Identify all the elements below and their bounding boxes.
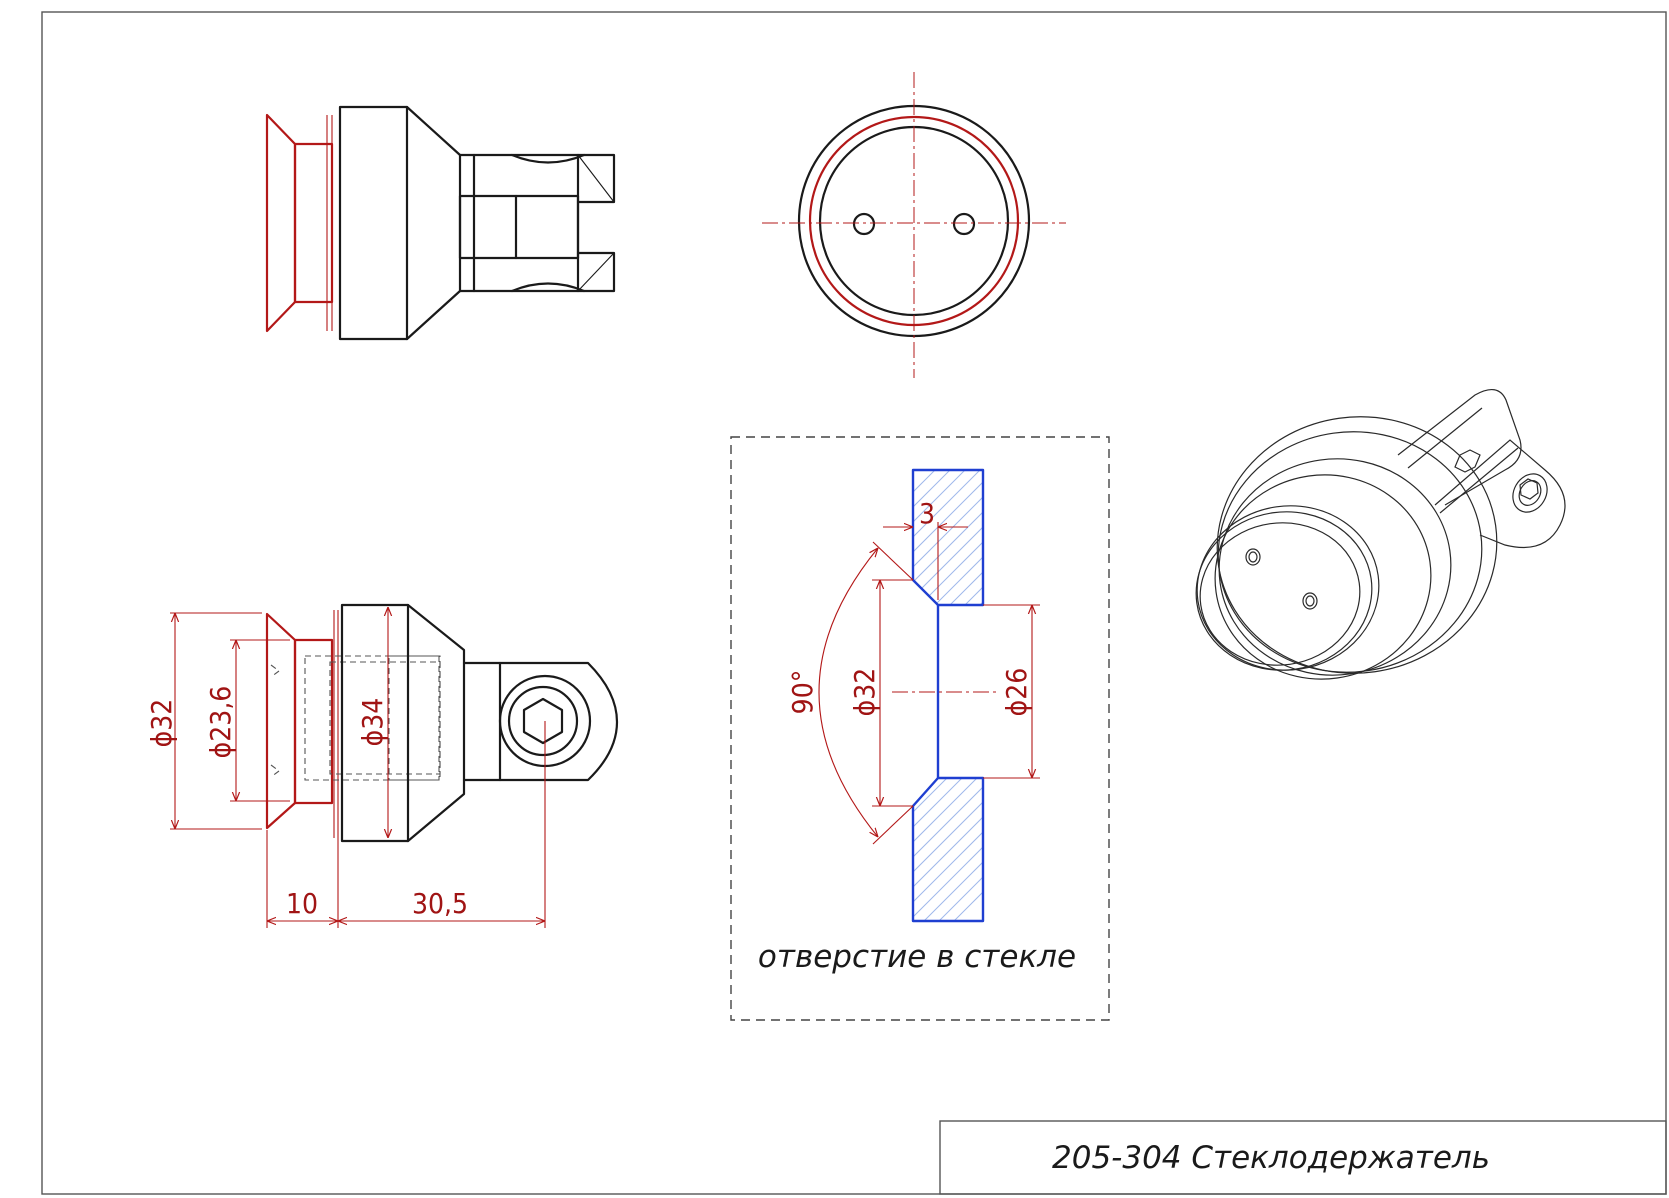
isometric-view bbox=[1195, 389, 1566, 680]
bottom-view-dimensions: ϕ32 ϕ23,6 ϕ34 10 30,5 bbox=[145, 607, 546, 928]
detail-frame bbox=[730, 436, 1110, 1021]
dim-body-length: 30,5 bbox=[412, 887, 468, 920]
dim-countersink-angle: 90° bbox=[786, 670, 819, 715]
glass-hole-detail: 3 90° ϕ32 ϕ26 отверстие в стекле bbox=[730, 436, 1110, 1021]
dim-flange-diameter: ϕ32 bbox=[145, 699, 178, 748]
front-view bbox=[762, 72, 1066, 378]
dim-hole-outer-diameter: ϕ32 bbox=[848, 668, 881, 717]
glass-bottom-section bbox=[911, 776, 985, 923]
detail-caption: отверстие в стекле bbox=[758, 939, 1076, 975]
dim-glass-offset: 3 bbox=[919, 497, 935, 530]
glass-top-section bbox=[911, 468, 985, 607]
drawing-title: 205-304 Стеклодержатель bbox=[1052, 1140, 1490, 1176]
dim-hole-inner-diameter: ϕ26 bbox=[1000, 668, 1033, 717]
dim-head-length: 10 bbox=[286, 887, 318, 920]
side-view-top bbox=[265, 105, 616, 341]
dim-body-diameter: ϕ34 bbox=[356, 698, 389, 747]
title-block: 205-304 Стеклодержатель bbox=[939, 1120, 1667, 1195]
dim-inner-diameter: ϕ23,6 bbox=[204, 686, 237, 759]
sheet-frame bbox=[41, 11, 1667, 1195]
side-view-bottom bbox=[265, 603, 619, 843]
